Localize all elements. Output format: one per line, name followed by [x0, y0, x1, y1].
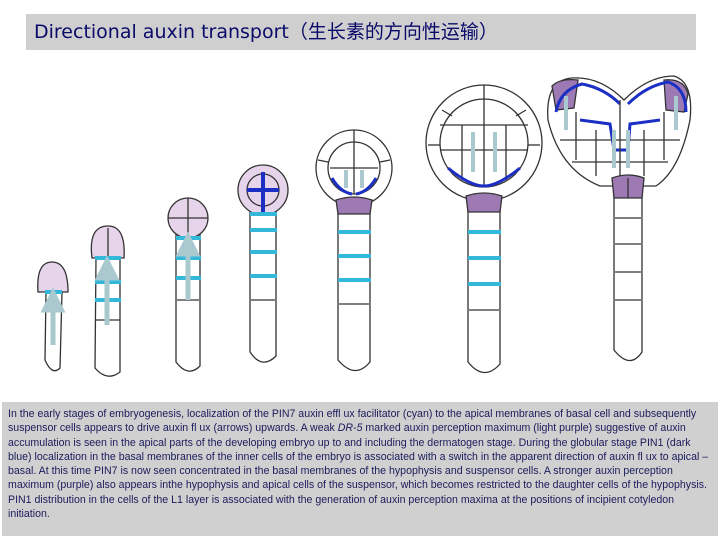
- caption-italic-term: DR-5: [337, 422, 363, 435]
- caption-box: In the early stages of embryogenesis, lo…: [2, 402, 718, 536]
- stage7-suspensor: [613, 195, 643, 362]
- stage7-pin1-l1-left: [554, 82, 622, 113]
- stage6-pin1-basal: [447, 166, 521, 188]
- embryo-stage-5: [315, 129, 393, 372]
- stage5-pin1-basal-left: [330, 177, 353, 196]
- title-bar: Directional auxin transport（生长素的方向性运输）: [26, 14, 696, 50]
- stage5-pin1-basal-right: [355, 177, 378, 196]
- stage7-pin1-inner: [579, 118, 661, 152]
- caption-part-1: In the early stages of embryogenesis, lo…: [8, 408, 697, 435]
- stage2-pin7-band-1: [95, 256, 121, 260]
- stage6-suspensor: [467, 209, 501, 374]
- stage6-hypophysis: [465, 192, 503, 213]
- embryo-development-diagram: [37, 75, 692, 377]
- stage1-apical-cell: [37, 261, 69, 293]
- embryo-stage-6: [425, 84, 543, 374]
- stage3-pin7-band-1: [176, 236, 201, 240]
- caption-text: In the early stages of embryogenesis, lo…: [8, 407, 712, 521]
- stage1-pin7-band: [45, 290, 62, 294]
- embryo-stage-3: [167, 197, 209, 372]
- embryo-stage-7: [547, 75, 692, 362]
- stage7-pin1-l1-right: [626, 80, 688, 113]
- stage5-suspensor: [337, 211, 371, 372]
- embryo-stage-4: [237, 164, 289, 363]
- stage7-proembryo: [547, 75, 692, 187]
- stage3-suspensor: [175, 231, 201, 372]
- embryo-stage-1: [37, 261, 69, 372]
- caption-part-2: marked auxin perception maximum (light p…: [8, 422, 709, 521]
- stage5-hypophysis: [335, 196, 373, 215]
- embryo-stage-2: [90, 225, 125, 377]
- stage4-suspensor: [249, 207, 277, 363]
- slide-title: Directional auxin transport（生长素的方向性运输）: [34, 21, 498, 43]
